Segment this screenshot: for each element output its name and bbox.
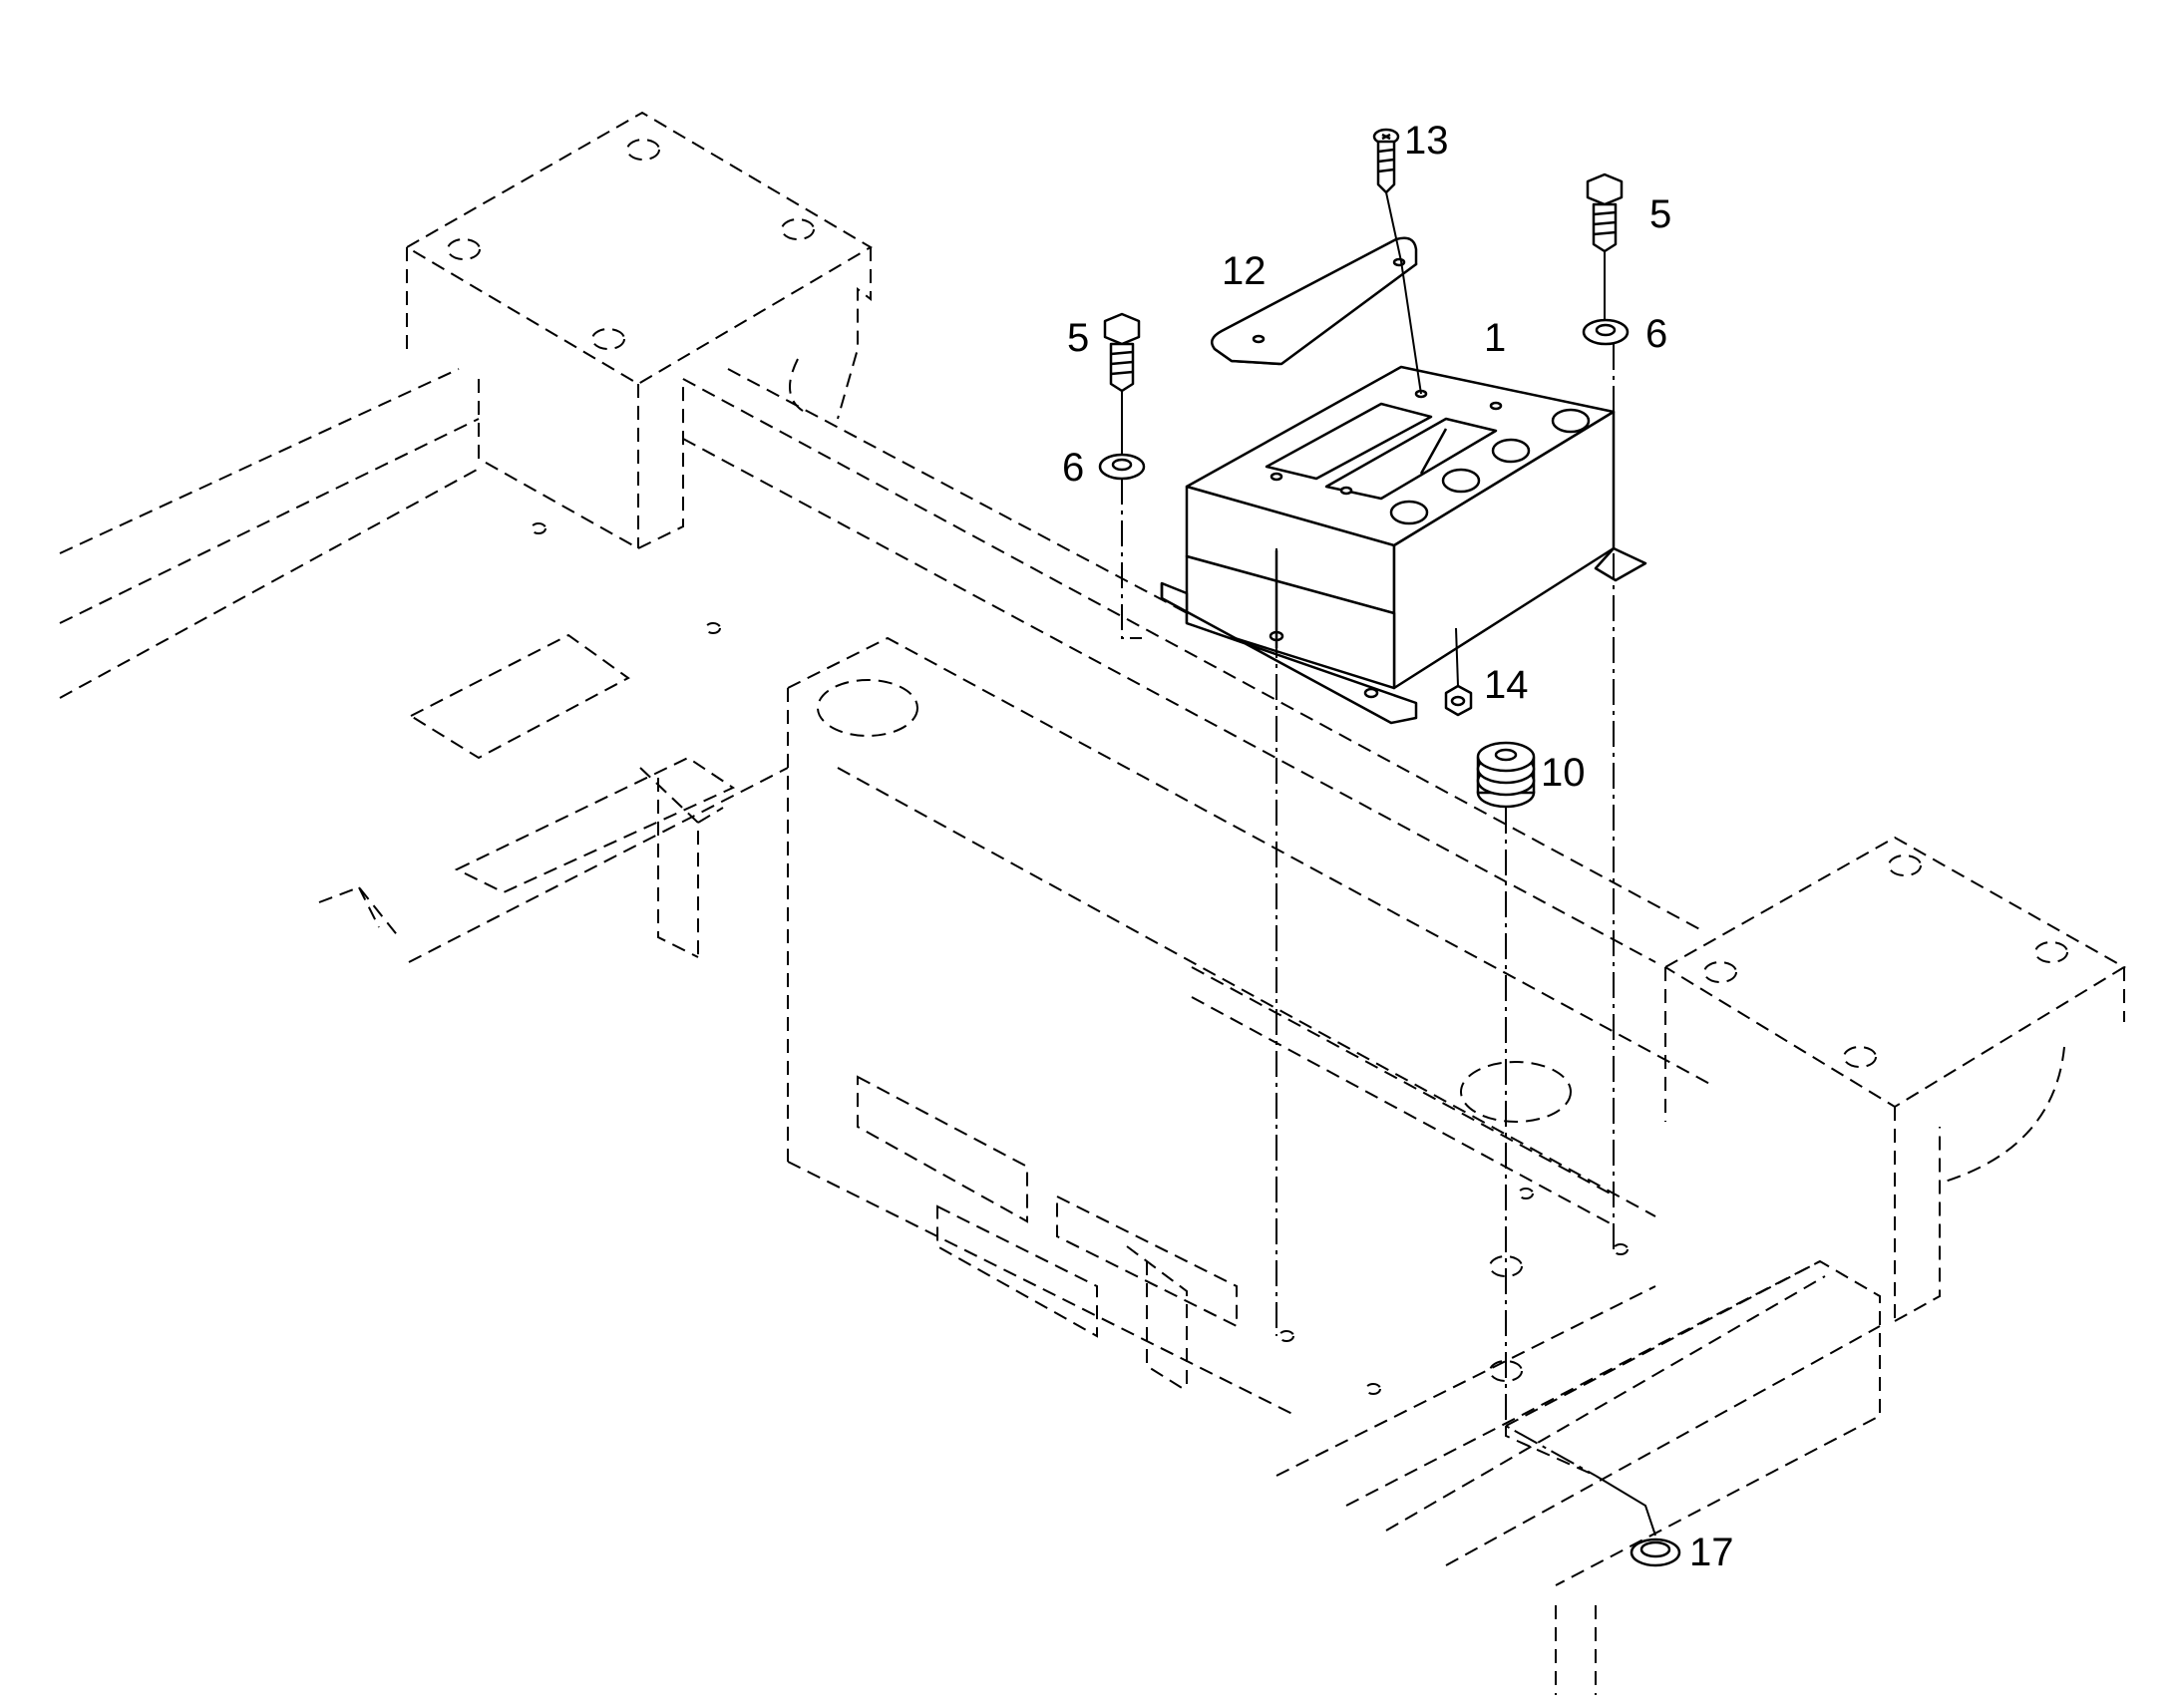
bracket-part-1 — [1160, 365, 1647, 725]
right-mount-block — [1664, 836, 2126, 1322]
left-mount-block — [406, 111, 873, 549]
cross-beam — [682, 368, 1706, 963]
central-housing — [787, 636, 1716, 1417]
left-bracket — [639, 767, 724, 958]
nut-part-14 — [1444, 684, 1473, 717]
callout-6-left: 6 — [1062, 446, 1084, 490]
callout-5-left: 5 — [1067, 316, 1089, 360]
callout-14: 14 — [1484, 663, 1529, 707]
cover-plate-part-12 — [1210, 236, 1418, 366]
callout-1: 1 — [1484, 316, 1506, 360]
bolt-part-5-right — [1586, 172, 1624, 253]
callout-17: 17 — [1689, 1531, 1734, 1574]
assembly-center-lines — [1121, 191, 1656, 1537]
rubber-mount-part-10 — [1476, 741, 1536, 809]
callout-10: 10 — [1541, 751, 1586, 795]
washer-part-6-left — [1098, 453, 1146, 481]
left-beam — [59, 368, 721, 699]
callout-labels: 1 5 5 6 6 10 12 13 14 17 — [1062, 119, 1734, 1574]
right-lower-beam — [1275, 1188, 1881, 1695]
bolt-part-5-left — [1103, 312, 1141, 393]
callout-12: 12 — [1222, 249, 1267, 293]
washer-part-6-right — [1582, 318, 1630, 346]
callout-6-right: 6 — [1645, 312, 1667, 356]
machine-frame-outline — [59, 111, 2126, 1695]
screw-part-13 — [1372, 128, 1400, 194]
washer-part-17 — [1630, 1537, 1681, 1567]
floor-plate — [318, 633, 789, 963]
callout-5-right: 5 — [1649, 192, 1671, 236]
callout-13: 13 — [1404, 119, 1449, 163]
